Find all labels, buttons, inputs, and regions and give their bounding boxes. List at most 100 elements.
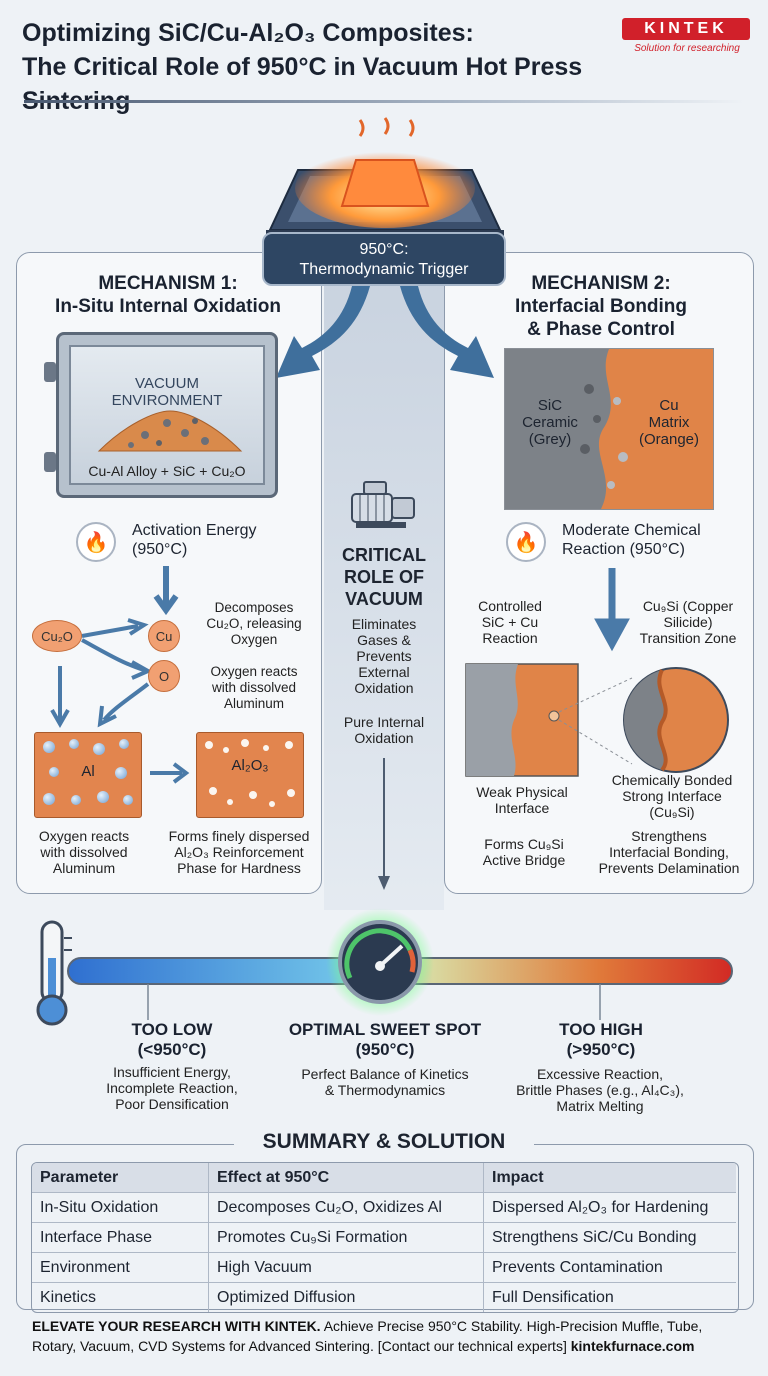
cu-matrix-label: Cu Matrix (Orange) (629, 397, 709, 448)
optimal-title: OPTIMAL SWEET SPOT (950°C) (270, 1020, 500, 1060)
sil-line1: Cu₉Si (Copper (642, 598, 734, 614)
sic-line2: Ceramic (522, 414, 578, 431)
trigger-arrows (276, 286, 494, 378)
sic-line1: SiC (537, 397, 563, 414)
high-title-line1: TOO HIGH (559, 1020, 643, 1039)
react-line2: with dissolved (211, 680, 297, 695)
str-line1: Strengthens (631, 828, 707, 844)
cu2o-chip: Cu₂O (32, 620, 82, 652)
alumina-block: Al₂O₃ (196, 732, 304, 818)
too-high-desc: Excessive Reaction, Brittle Phases (e.g.… (500, 1066, 700, 1114)
logo-wordmark: KINTEK (622, 18, 750, 40)
cell-impact: Full Densification (483, 1282, 736, 1312)
furnace-icon (266, 117, 504, 240)
high-desc-line2: Brittle Phases (e.g., Al₄C₃), (516, 1082, 684, 1098)
table-row: Environment High Vacuum Prevents Contami… (32, 1252, 736, 1283)
bridge-line2: Active Bridge (482, 852, 566, 868)
oxidation-arrows (50, 566, 179, 729)
weak-interface-label: Weak Physical Interface (462, 784, 582, 816)
too-low-title: TOO LOW (<950°C) (82, 1020, 262, 1060)
alumina-caption-line2: Al₂O₃ Reinforcement (174, 844, 304, 860)
moderate-reaction-label: Moderate Chemical Reaction (950°C) (562, 521, 701, 559)
chem-line2: Strong Interface (622, 788, 722, 804)
powder-mix-label: Cu-Al Alloy + SiC + Cu₂O (88, 463, 246, 479)
reaction-line2: Reaction (950°C) (562, 541, 685, 558)
al-caption-line3: Aluminum (52, 860, 116, 876)
decomp-line1: Decomposes (214, 600, 294, 615)
vacuum-down-arrow (378, 758, 390, 890)
summary-title: SUMMARY & SOLUTION (234, 1130, 534, 1154)
mech2-title-line2: Interfacial Bonding (514, 296, 688, 317)
powder-pile (97, 410, 243, 452)
react-note: Oxygen reacts with dissolved Aluminum (194, 664, 314, 712)
cell-effect: Promotes Cu₉Si Formation (208, 1222, 484, 1253)
header-impact: Impact (483, 1163, 736, 1193)
o-chip: O (148, 660, 180, 692)
activation-line2: (950°C) (132, 541, 188, 558)
opt-desc-line2: & Thermodynamics (324, 1082, 446, 1098)
summary-table: Parameter Effect at 950°C Impact In-Situ… (32, 1163, 736, 1312)
header-effect: Effect at 950°C (208, 1163, 484, 1193)
pure-line1: Pure Internal (343, 714, 425, 730)
reaction-line1: Moderate Chemical (562, 522, 701, 539)
opt-desc-line1: Perfect Balance of Kinetics (301, 1066, 469, 1082)
al-to-alumina-arrow (150, 762, 190, 784)
vacuum-desc-line3: Prevents (356, 648, 412, 664)
alumina-caption-line1: Forms finely dispersed (168, 828, 310, 844)
vacuum-role-line3: VACUUM (345, 589, 423, 609)
mech2-title-line3: & Phase Control (527, 319, 675, 340)
mech1-title-line1: MECHANISM 1: (98, 273, 238, 294)
sic-line3: (Grey) (528, 431, 572, 448)
vacuum-pump-icon (351, 481, 415, 528)
decomp-line3: Oxygen (230, 632, 278, 647)
mechanism-2-title: MECHANISM 2: Interfacial Bonding & Phase… (470, 272, 732, 341)
too-low-desc: Insufficient Energy, Incomplete Reaction… (82, 1064, 262, 1112)
strong-interface-label: Chemically Bonded Strong Interface (Cu₉S… (602, 772, 742, 820)
al-caption: Oxygen reacts with dissolved Aluminum (24, 828, 144, 876)
page-title: Optimizing SiC/Cu-Al₂O₃ Composites: The … (22, 16, 622, 118)
low-desc-line2: Incomplete Reaction, (106, 1080, 238, 1096)
vacuum-chamber: VACUUM ENVIRONMENT Cu-Al Alloy + SiC + C… (56, 332, 278, 498)
decomp-line2: Cu₂O, releasing (206, 616, 302, 631)
react-line1: Oxygen reacts (210, 664, 298, 679)
cell-impact: Prevents Contamination (483, 1252, 736, 1283)
vacuum-desc-line4: External (358, 664, 410, 680)
cu-line3: (Orange) (638, 431, 700, 448)
alumina-label: Al₂O₃ (231, 757, 269, 774)
table-row: In-Situ Oxidation Decomposes Cu₂O, Oxidi… (32, 1192, 736, 1223)
ctrl-line1: Controlled (478, 598, 542, 614)
low-title-line1: TOO LOW (131, 1020, 213, 1039)
too-high-title: TOO HIGH (>950°C) (506, 1020, 696, 1060)
trigger-label: Thermodynamic Trigger (299, 261, 469, 278)
high-title-line2: (>950°C) (566, 1040, 636, 1059)
mech2-title-line1: MECHANISM 2: (531, 273, 671, 294)
chem-line1: Chemically Bonded (611, 772, 733, 788)
temperature-scale (36, 908, 733, 1026)
thermodynamic-trigger-badge: 950°C: Thermodynamic Trigger (262, 232, 506, 286)
gauge-icon (338, 920, 422, 1004)
interface-zoom (465, 663, 729, 777)
footer-cta: ELEVATE YOUR RESEARCH WITH KINTEK. Achie… (32, 1316, 744, 1356)
footer-bold: ELEVATE YOUR RESEARCH WITH KINTEK. (32, 1318, 321, 1334)
header-parameter: Parameter (32, 1163, 209, 1193)
opt-title-line1: OPTIMAL SWEET SPOT (288, 1020, 482, 1039)
vacuum-role-line1: CRITICAL (342, 545, 426, 565)
cu-chip: Cu (148, 620, 180, 652)
cell-parameter: Interface Phase (32, 1222, 209, 1253)
interface-visual (505, 349, 713, 509)
weak-line1: Weak Physical (476, 784, 568, 800)
title-line-1: Optimizing SiC/Cu-Al₂O₃ Composites: (22, 19, 474, 47)
table-row: Kinetics Optimized Diffusion Full Densif… (32, 1282, 736, 1312)
cell-effect: High Vacuum (208, 1252, 484, 1283)
sic-label: SiC Ceramic (Grey) (515, 397, 585, 448)
ctrl-line3: Reaction (482, 630, 538, 646)
alumina-caption-line3: Phase for Hardness (177, 860, 301, 876)
vacuum-desc-line5: Oxidation (354, 680, 414, 696)
al-label: Al (81, 763, 95, 780)
kintek-logo[interactable]: KINTEK Solution for researching (622, 18, 752, 58)
flame-icon: 🔥 (76, 522, 116, 562)
chamber-hinge-top (44, 362, 56, 382)
vacuum-desc-line1: Eliminates (351, 616, 417, 632)
silicide-note: Cu₉Si (Copper Silicide) Transition Zone (630, 598, 746, 646)
footer-link[interactable]: kintekfurnace.com (570, 1338, 695, 1354)
